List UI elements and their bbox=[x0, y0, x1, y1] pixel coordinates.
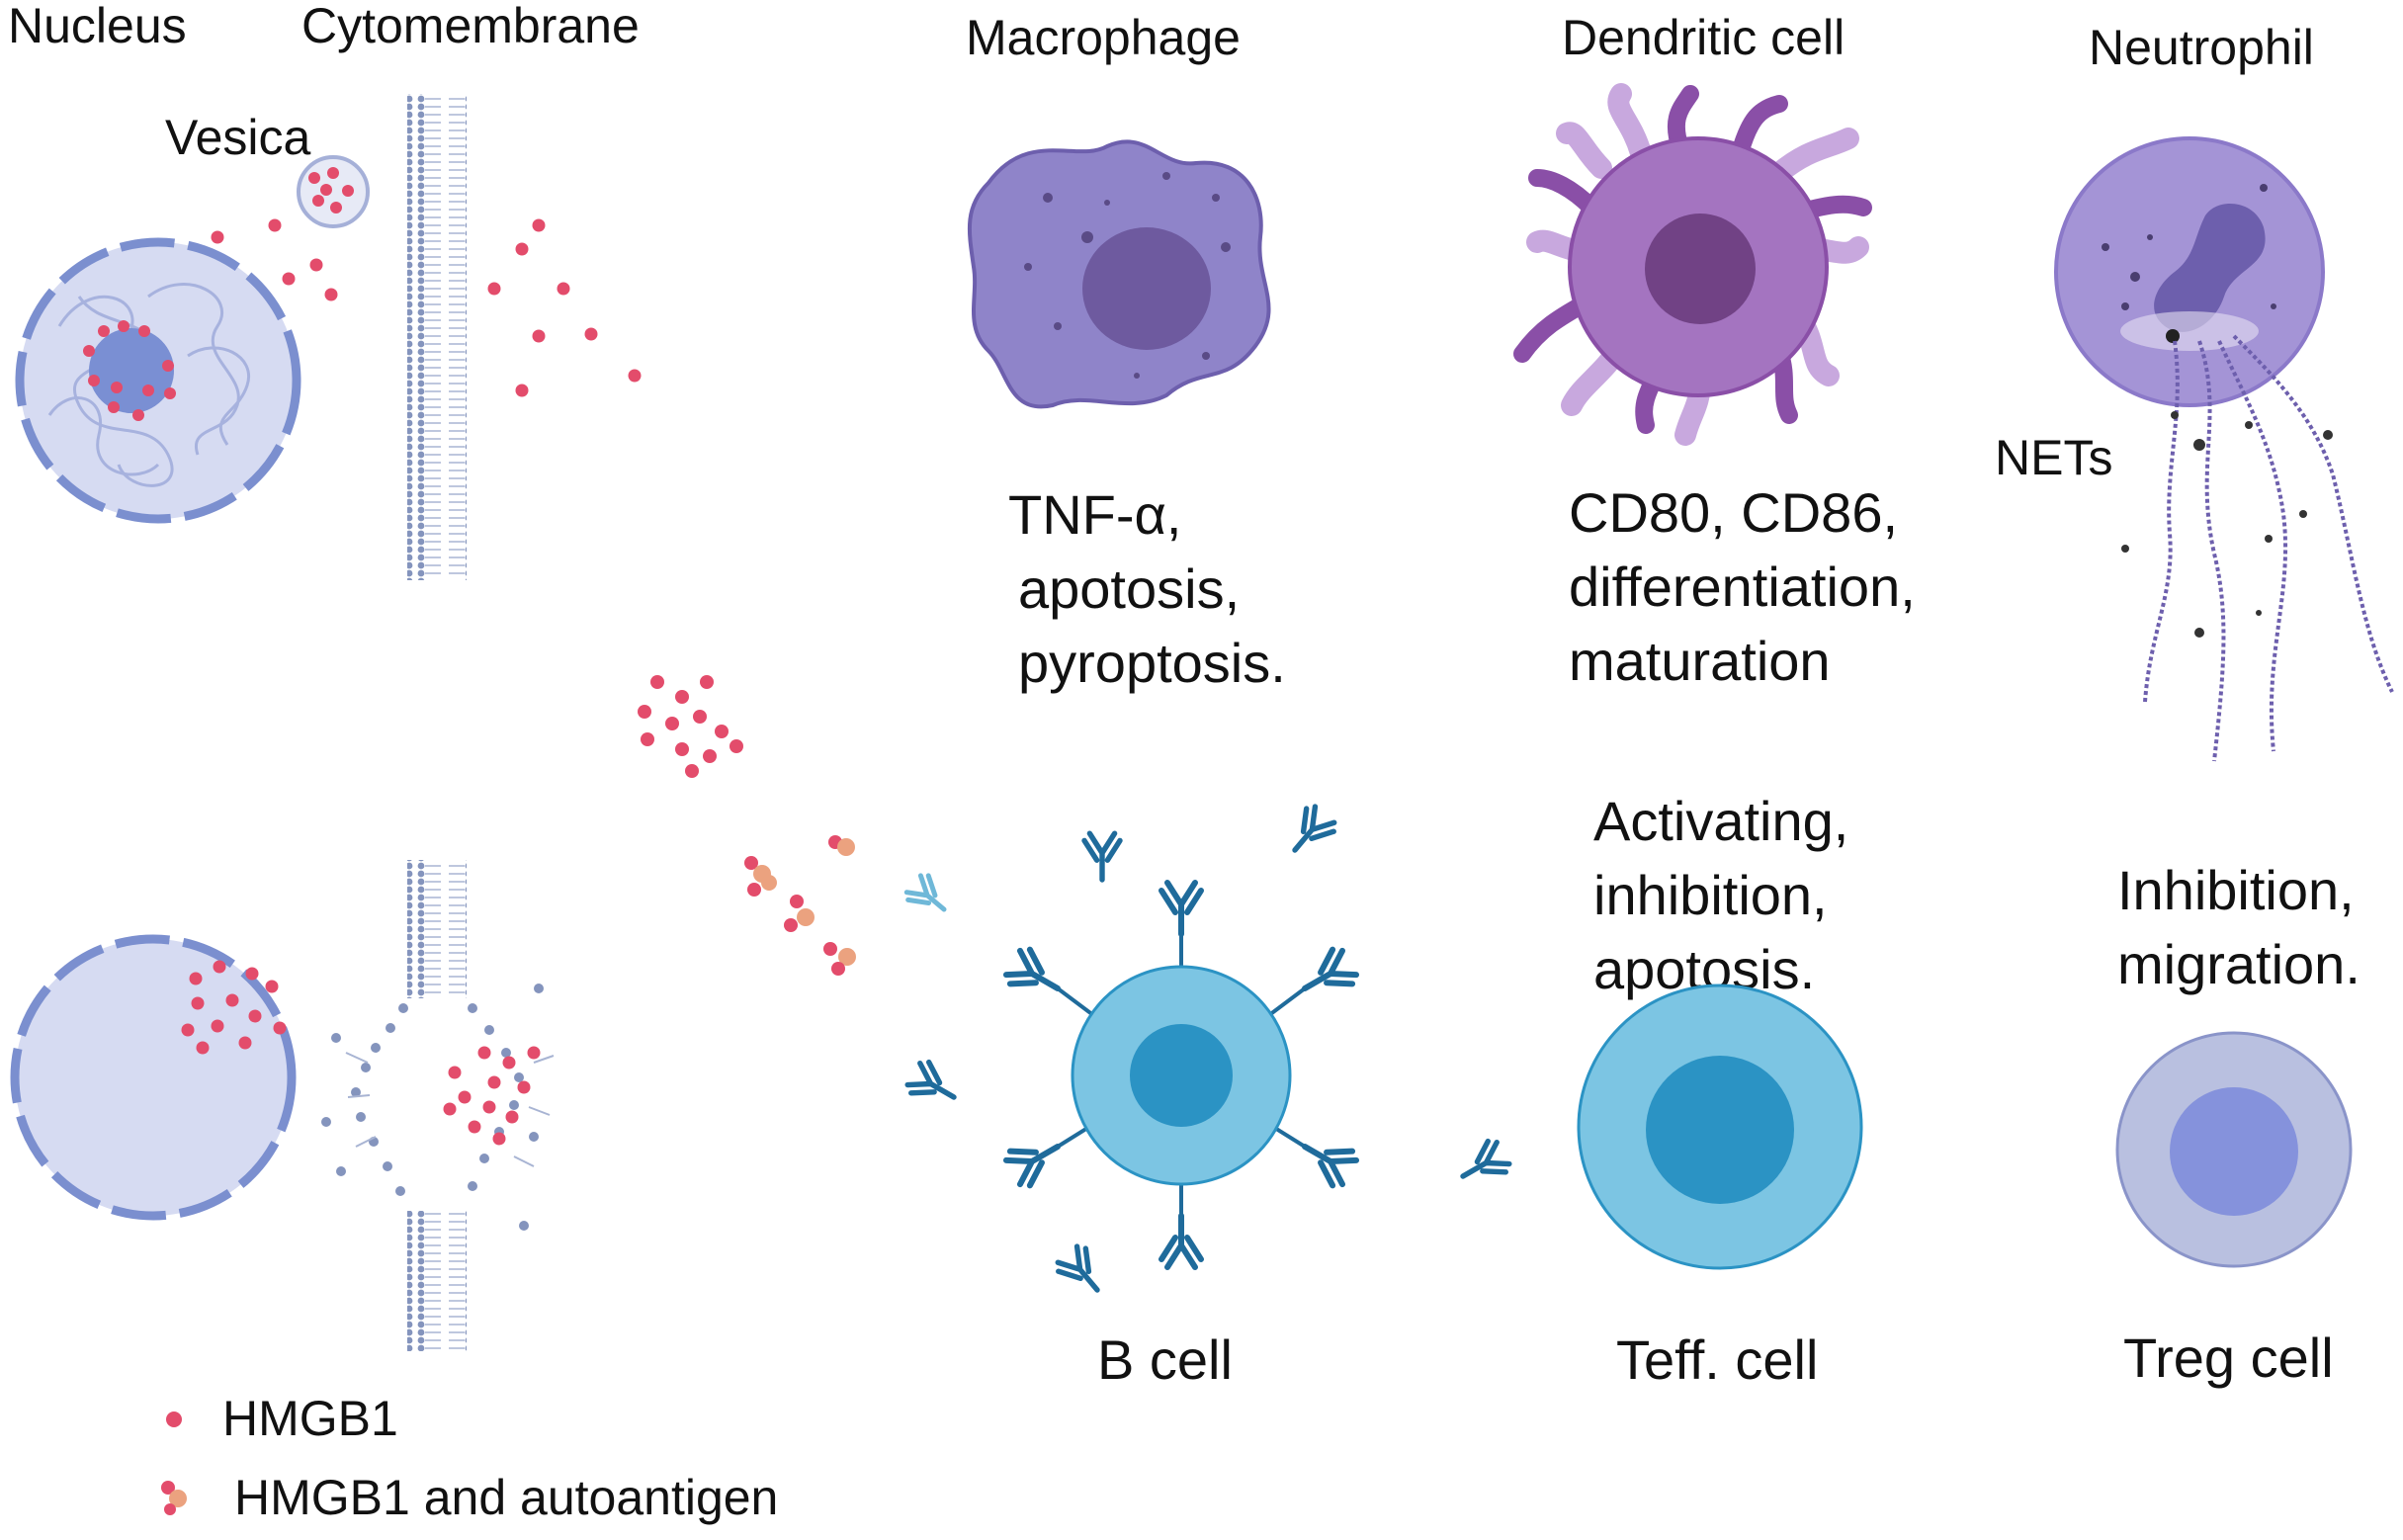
cytomembrane-label: Cytomembrane bbox=[301, 0, 640, 53]
cytomembrane-top bbox=[407, 94, 467, 580]
b-cell bbox=[1003, 883, 1359, 1267]
dendritic-effect-3: maturation bbox=[1569, 630, 1831, 692]
top-nucleus bbox=[15, 237, 301, 524]
neutrophil-cell bbox=[2054, 136, 2394, 762]
b-cell-label: B cell bbox=[1097, 1328, 1233, 1391]
chromatin bbox=[47, 283, 251, 487]
hmgb1-autoantigen-icon bbox=[161, 1481, 187, 1515]
dendritic-cell-label: Dendritic cell bbox=[1562, 10, 1845, 65]
dendritic-effect-1: CD80, CD86, bbox=[1569, 481, 1898, 544]
bottom-nucleus bbox=[10, 934, 297, 1221]
dendritic-effect-2: differentiation, bbox=[1569, 556, 1916, 618]
legend-hmgb1: HMGB1 bbox=[222, 1391, 398, 1446]
nucleus-label: Nucleus bbox=[8, 0, 187, 53]
legend: HMGB1 HMGB1 and autoantigen bbox=[161, 1391, 778, 1525]
macrophage-effect-3: pyroptosis. bbox=[1018, 632, 1286, 694]
macrophage-cell bbox=[967, 139, 1271, 409]
teff-cell-label: Teff. cell bbox=[1616, 1328, 1818, 1391]
hmgb1-cluster bbox=[638, 675, 743, 778]
macrophage-label: Macrophage bbox=[966, 10, 1241, 65]
hmgb1-dot-icon bbox=[166, 1412, 182, 1427]
vesica-label: Vesica bbox=[165, 110, 311, 165]
teff-cell bbox=[1577, 984, 1863, 1270]
treg-effect-2: migration. bbox=[2117, 933, 2360, 995]
teff-effect-1: Activating, bbox=[1593, 790, 1848, 852]
legend-hmgb1-autoantigen: HMGB1 and autoantigen bbox=[234, 1470, 778, 1525]
released-hmgb1-top bbox=[211, 218, 642, 397]
treg-effects: Inhibition, migration. bbox=[2117, 859, 2360, 995]
teff-effect-2: inhibition, bbox=[1593, 864, 1828, 926]
nucleus-hmgb1-dots bbox=[83, 320, 176, 421]
macrophage-effects: TNF-α, apotosis, pyroptosis. bbox=[1008, 483, 1286, 694]
teff-effects: Activating, inhibition, apotosis. bbox=[1593, 790, 1848, 1000]
dendritic-cell bbox=[1513, 83, 1872, 446]
vesica bbox=[297, 155, 370, 228]
macrophage-effect-1: TNF-α, bbox=[1008, 483, 1181, 546]
cytomembrane-bottom-ruptured bbox=[321, 860, 555, 1351]
nets-label: NETs bbox=[1995, 430, 2112, 485]
treg-effect-1: Inhibition, bbox=[2117, 859, 2355, 921]
nets-filaments bbox=[2143, 334, 2394, 762]
released-hmgb1-bottom bbox=[443, 1046, 541, 1146]
treg-cell bbox=[2115, 1031, 2353, 1268]
macrophage-effect-2: apotosis, bbox=[1018, 557, 1240, 620]
neutrophil-label: Neutrophil bbox=[2089, 20, 2314, 75]
hmgb1-autoantigen-pairs bbox=[744, 835, 856, 976]
treg-cell-label: Treg cell bbox=[2123, 1326, 2334, 1389]
dendritic-effects: CD80, CD86, differentiation, maturation bbox=[1569, 481, 1916, 692]
